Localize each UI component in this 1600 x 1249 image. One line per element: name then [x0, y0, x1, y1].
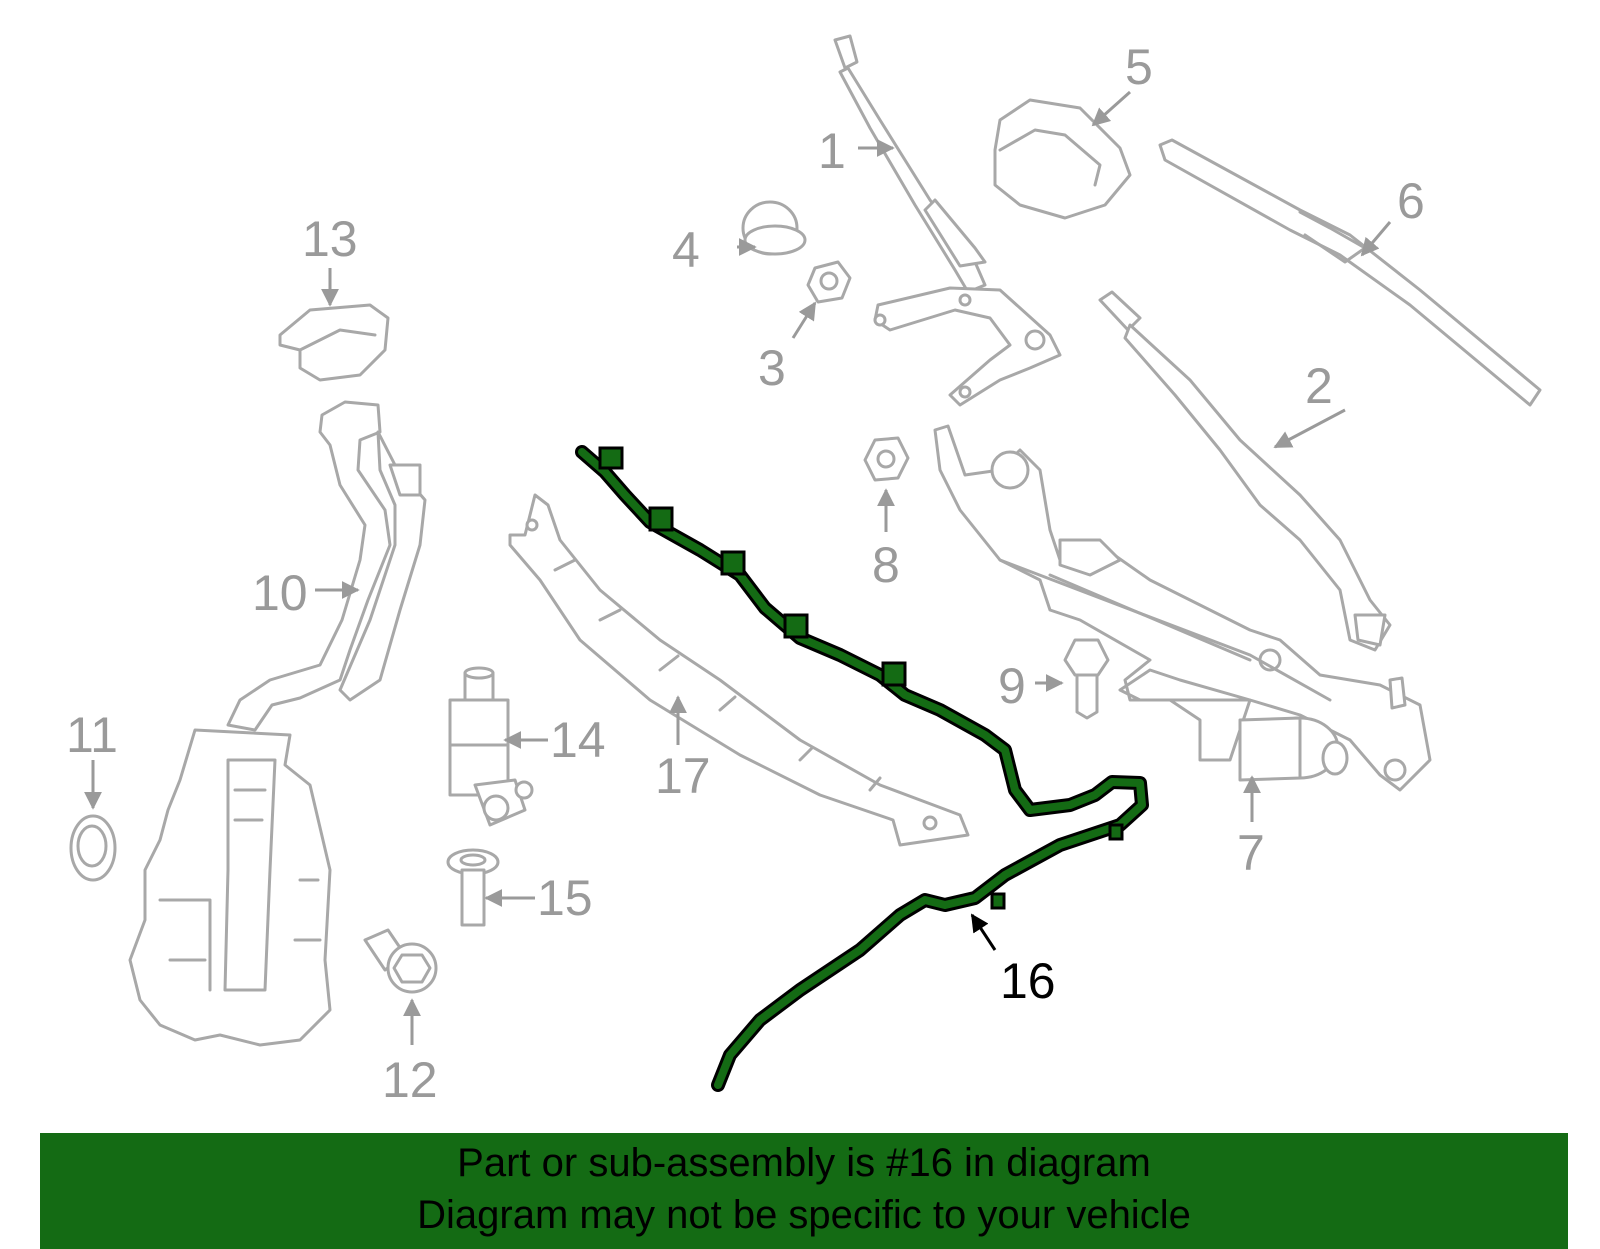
part-11-grommet[interactable]: [69, 814, 117, 882]
callout-7[interactable]: 7: [1237, 825, 1265, 881]
part-12-bolt[interactable]: [363, 928, 438, 994]
part-13-clip[interactable]: [278, 303, 390, 382]
part-1-wiper-arm[interactable]: [833, 34, 1062, 407]
callout-1[interactable]: 1: [818, 123, 846, 179]
callout-3[interactable]: 3: [758, 340, 786, 396]
part-16-washer-hose[interactable]: [575, 445, 1149, 1092]
callout-16[interactable]: 16: [1000, 953, 1056, 1009]
callout-2[interactable]: 2: [1305, 358, 1333, 414]
part-7-wiper-linkage-motor[interactable]: [933, 424, 1432, 792]
part-14-washer-pump[interactable]: [448, 666, 534, 827]
callout-15[interactable]: 15: [537, 870, 593, 926]
info-banner: Part or sub-assembly is #16 in diagram D…: [40, 1133, 1568, 1249]
part-10-filler-neck[interactable]: [226, 400, 427, 732]
callout-6[interactable]: 6: [1397, 173, 1425, 229]
callout-arrows: [84, 90, 1392, 1045]
part-9-bolt[interactable]: [1063, 638, 1110, 720]
callout-9[interactable]: 9: [998, 658, 1026, 714]
part-8-nut[interactable]: [863, 436, 910, 482]
part-6-wiper-blade[interactable]: [1158, 138, 1542, 407]
callout-17[interactable]: 17: [655, 748, 711, 804]
callout-10[interactable]: 10: [252, 565, 308, 621]
part-5-cover-cap[interactable]: [993, 98, 1132, 220]
part-15-seal[interactable]: [446, 848, 500, 927]
callout-5[interactable]: 5: [1125, 39, 1153, 95]
callout-14[interactable]: 14: [550, 712, 606, 768]
part-2-wiper-arm[interactable]: [1098, 290, 1392, 652]
callout-12[interactable]: 12: [382, 1052, 438, 1108]
callout-8[interactable]: 8: [872, 537, 900, 593]
callout-11[interactable]: 11: [66, 707, 118, 763]
washer-reservoir[interactable]: [128, 728, 332, 1047]
part-17-seal-strip[interactable]: [508, 493, 970, 847]
callout-labels: 1 2 3 4 5 6 7 8 9 10 11 12 13 14 15 16 1…: [66, 39, 1425, 1108]
banner-line-part-number: Part or sub-assembly is #16 in diagram: [457, 1141, 1151, 1185]
part-3-nut[interactable]: [806, 260, 852, 304]
callout-13[interactable]: 13: [302, 211, 358, 267]
banner-line-disclaimer: Diagram may not be specific to your vehi…: [417, 1193, 1191, 1237]
callout-4[interactable]: 4: [672, 222, 700, 278]
